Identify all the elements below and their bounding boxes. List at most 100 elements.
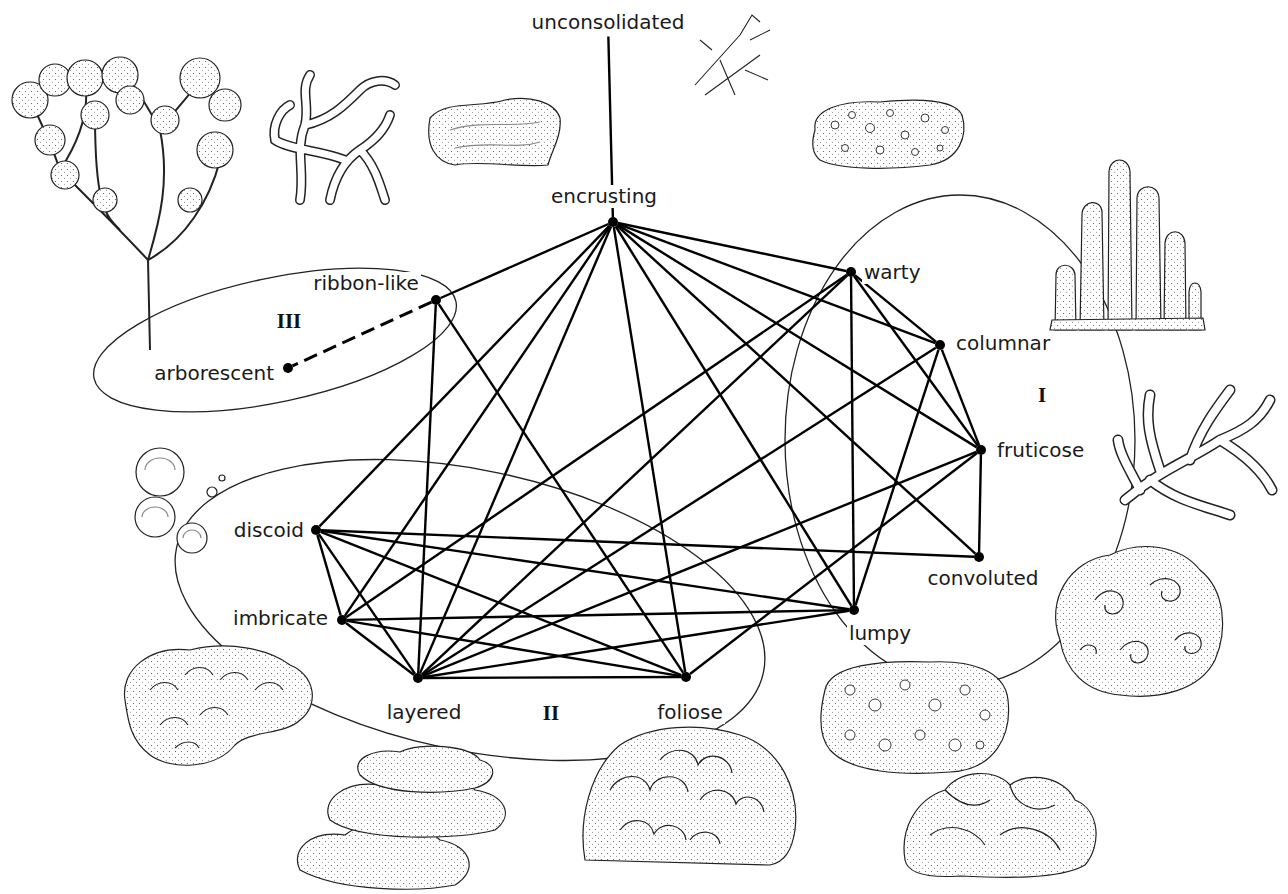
lumpy-sketch-part-part <box>960 685 970 695</box>
discoid-sketch-part <box>142 458 201 538</box>
columnar-sketch-part <box>1164 232 1186 330</box>
link-line <box>690 453 977 674</box>
layered-sketch-part <box>358 746 493 792</box>
fruticose-sketch-part <box>1118 390 1272 515</box>
form-name: convoluted <box>925 567 1040 590</box>
convoluted-sketch-part <box>1080 579 1201 663</box>
growth-form-node: encrusting <box>608 217 618 227</box>
encrusting-sketch-part <box>450 122 540 148</box>
arborescent-sketch-part-part <box>178 188 202 212</box>
link-line <box>617 225 976 553</box>
lumpy-sketch-part <box>930 785 1060 850</box>
layered-sketch <box>297 746 505 889</box>
link-line <box>321 530 974 557</box>
columnar-sketch-part <box>1080 203 1104 330</box>
lumpy-sketch-part-part <box>980 710 990 720</box>
link-line <box>614 227 685 672</box>
link-line <box>321 531 849 610</box>
foliose-sketch <box>583 727 796 865</box>
form-name: columnar <box>954 332 1052 355</box>
arborescent-sketch-part-part <box>81 101 109 129</box>
columnar-sketch-part <box>1050 318 1205 330</box>
columnar-sketch <box>1050 160 1205 330</box>
lumpy-sketch-part-part <box>976 741 984 749</box>
arborescent-sketch-part-part <box>180 58 220 98</box>
group-outline <box>81 195 1135 809</box>
link-line <box>347 621 681 676</box>
columnar-sketch-part <box>1108 160 1132 330</box>
warty-sketch-part-part <box>901 131 909 139</box>
warty-sketch-part-part <box>942 127 949 134</box>
link-line <box>423 676 681 679</box>
link-line <box>441 224 609 298</box>
arborescent-sketch-part-part <box>209 89 241 121</box>
discoid-sketch-part <box>135 497 175 537</box>
fruticose-sketch-part <box>1118 390 1272 515</box>
link-line <box>942 350 979 446</box>
convoluted-sketch-part <box>1056 547 1223 697</box>
link-line <box>979 455 981 552</box>
foliose-sketch-part <box>610 750 764 844</box>
form-name: fruticose <box>995 439 1086 462</box>
form-name: layered <box>385 701 464 724</box>
ribbon-like-sketch-part <box>274 75 395 200</box>
encrusting-sketch <box>429 98 561 165</box>
discoid-sketch-part <box>219 475 225 481</box>
dashed-link <box>293 302 432 366</box>
lumpy-sketch-part-part <box>869 699 881 711</box>
growth-form-node: lumpy <box>849 605 859 615</box>
arborescent-sketch-part <box>12 57 241 212</box>
form-name: imbricate <box>231 607 330 630</box>
growth-form-node: discoid <box>311 525 321 535</box>
fruticose-sketch <box>1118 390 1272 515</box>
convoluted-sketch <box>1056 547 1223 697</box>
discoid-sketch <box>135 448 225 553</box>
form-name: discoid <box>232 519 306 542</box>
warty-sketch <box>813 100 964 168</box>
foliose-sketch-part <box>583 727 796 865</box>
imbricate-sketch-part <box>124 646 312 765</box>
form-name: warty <box>862 261 923 284</box>
warty-sketch-part <box>813 100 964 168</box>
arborescent-sketch-part-part <box>35 125 65 155</box>
link-line <box>420 227 611 674</box>
lumpy-sketch-part-part <box>845 730 855 740</box>
link-line <box>617 225 977 448</box>
link-line <box>851 277 854 605</box>
discoid-sketch-part <box>136 448 184 496</box>
link-line <box>423 452 977 676</box>
growth-form-node: columnar <box>935 340 945 350</box>
lumpy-sketch-part-part <box>929 699 941 711</box>
arborescent-sketch <box>12 57 241 350</box>
lumpy-sketch <box>821 662 1096 878</box>
imbricate-sketch <box>124 646 312 765</box>
warty-sketch-part-part <box>842 145 849 152</box>
arborescent-sketch-part-part <box>197 132 233 168</box>
group-outline-part <box>81 241 469 439</box>
form-name: unconsolidated <box>530 11 687 34</box>
growth-form-node: ribbon-like <box>431 295 441 305</box>
lumpy-sketch-part <box>845 680 990 751</box>
discoid-sketch-part <box>177 523 207 553</box>
form-name: arborescent <box>152 362 276 385</box>
link-line <box>618 224 936 343</box>
form-name: foliose <box>655 701 724 724</box>
ribbon-like-sketch-part <box>274 75 395 200</box>
lumpy-sketch-part-part <box>900 680 910 690</box>
arborescent-sketch-part <box>30 80 220 350</box>
lumpy-sketch-part-part <box>845 685 855 695</box>
warty-sketch-part-part <box>831 121 839 129</box>
form-name: lumpy <box>847 622 913 645</box>
growth-form-node: layered <box>413 673 423 683</box>
growth-form-node: imbricate <box>337 615 347 625</box>
columnar-sketch-part <box>1136 187 1161 330</box>
warty-sketch-part-part <box>912 149 919 156</box>
arborescent-sketch-part-part <box>93 188 117 212</box>
imbricate-sketch-part <box>150 668 283 749</box>
form-name: encrusting <box>549 185 659 208</box>
ribbon-like-sketch <box>274 75 395 200</box>
link-line <box>321 532 682 675</box>
